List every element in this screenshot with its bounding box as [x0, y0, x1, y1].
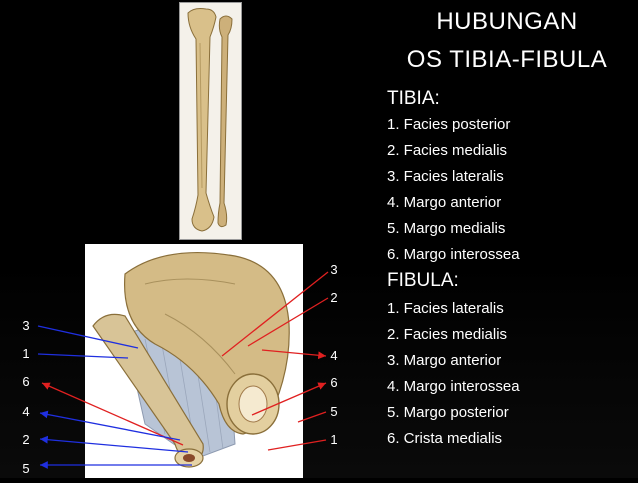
- left-label-2: 2: [22, 432, 30, 447]
- fibula-item-5: 5. Margo posterior: [387, 404, 509, 421]
- right-label-5: 5: [330, 404, 338, 419]
- left-label-3: 3: [22, 318, 30, 333]
- fibula-heading: FIBULA:: [387, 270, 459, 291]
- fibula-item-6: 6. Crista medialis: [387, 430, 503, 447]
- fibula-item-3: 3. Margo anterior: [387, 352, 502, 369]
- fibula-item-4: 4. Margo interossea: [387, 378, 520, 395]
- left-label-1: 1: [22, 346, 30, 361]
- right-label-3: 3: [330, 262, 338, 277]
- tibia-fibula-drawing: [187, 8, 233, 232]
- right-label-4: 4: [330, 348, 338, 363]
- fibula-item-2: 2. Facies medialis: [387, 326, 508, 343]
- tibia-item-4: 4. Margo anterior: [387, 194, 502, 211]
- tibia-item-3: 3. Facies lateralis: [387, 168, 504, 185]
- title-line-2: OS TIBIA-FIBULA: [406, 46, 608, 73]
- left-label-6: 6: [22, 374, 30, 389]
- cross-section-illustration: [85, 244, 303, 478]
- tibia-item-6: 6. Margo interossea: [387, 246, 520, 263]
- tibia-fibula-illustration: [179, 2, 242, 240]
- left-label-4: 4: [22, 404, 30, 419]
- right-label-1: 1: [330, 432, 338, 447]
- right-label-6: 6: [330, 375, 338, 390]
- fibula-item-1: 1. Facies lateralis: [387, 300, 504, 317]
- right-label-2: 2: [330, 290, 338, 305]
- title-line-1: HUBUNGAN: [436, 8, 578, 35]
- tibia-item-5: 5. Margo medialis: [387, 220, 506, 237]
- tibia-item-2: 2. Facies medialis: [387, 142, 508, 159]
- left-label-5: 5: [22, 461, 30, 476]
- cross-section-drawing: [85, 244, 303, 478]
- tibia-item-1: 1. Facies posterior: [387, 116, 511, 133]
- tibia-heading: TIBIA:: [387, 88, 440, 109]
